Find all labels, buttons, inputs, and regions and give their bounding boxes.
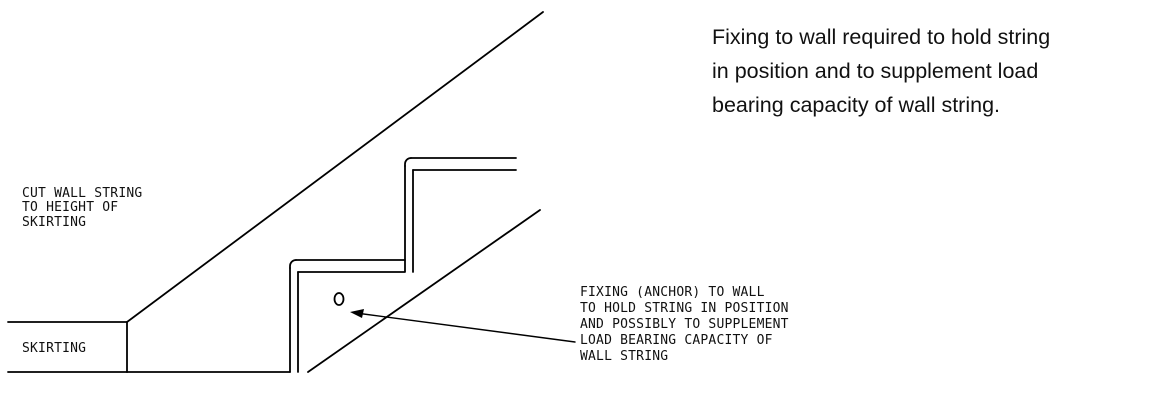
skirting-label: SKIRTING xyxy=(22,341,86,356)
fixing-label: FIXING (ANCHOR) TO WALL TO HOLD STRING I… xyxy=(580,285,797,364)
caption: Fixing to wall required to hold string i… xyxy=(712,20,1152,122)
wall-string-top-edge xyxy=(126,11,544,323)
skirting-board xyxy=(7,321,128,373)
caption-line: Fixing to wall required to hold string xyxy=(712,25,1051,49)
caption-line: in position and to supplement load xyxy=(712,59,1039,83)
pointer-arrow xyxy=(350,309,576,343)
wall-string-pitch-line xyxy=(307,209,541,373)
fixing-anchor xyxy=(333,292,345,306)
stair-steps xyxy=(289,157,517,373)
cut-wall-string-label: CUT WALL STRING TO HEIGHT OF SKIRTING xyxy=(22,186,150,230)
caption-line: bearing capacity of wall string. xyxy=(712,93,1001,117)
